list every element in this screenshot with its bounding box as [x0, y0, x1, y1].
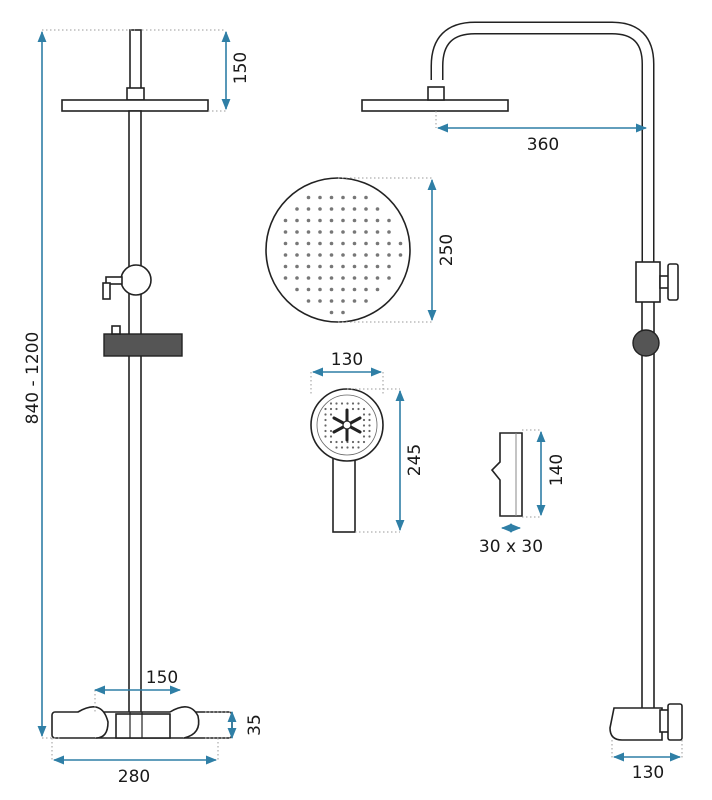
- front-shelf-knob: [111, 325, 121, 335]
- arm-reach-label: 360: [527, 135, 559, 155]
- side-wall-flange: [667, 703, 683, 741]
- front-mixer-right-handle: [169, 706, 200, 739]
- total-height-label: 840 - 1200: [23, 332, 43, 425]
- hand-shower-handle: [332, 451, 356, 533]
- holder-base-label: 30 x 30: [479, 537, 543, 557]
- front-diverter-lever: [105, 276, 123, 285]
- front-mixer-body: [115, 713, 171, 739]
- front-shelf: [103, 333, 183, 357]
- mixer-spacing-label: 150: [146, 668, 178, 688]
- side-diverter-body: [635, 261, 661, 303]
- holder-dimensions: [500, 429, 546, 533]
- mixer-width-label: 280: [118, 767, 150, 787]
- front-top-pipe: [129, 29, 142, 91]
- hand-shower-width-label: 130: [331, 350, 363, 370]
- front-mixer-left-handle: [77, 706, 109, 739]
- rain-head-disc: [265, 177, 411, 323]
- wall-offset-label: 130: [632, 763, 664, 783]
- front-riser-pipe: [128, 110, 142, 714]
- hand-shower-length-label: 245: [405, 444, 425, 476]
- mixer-depth-label: 35: [245, 714, 265, 736]
- rain-head-dimensions: [338, 177, 437, 323]
- front-head-connector: [126, 87, 145, 101]
- side-mixer-body: [609, 707, 663, 741]
- side-view: [361, 21, 683, 741]
- front-diverter-valve: [120, 264, 152, 296]
- holder-body: [490, 432, 523, 517]
- hand-shower-holder: [490, 432, 523, 517]
- side-head-connector: [427, 86, 445, 101]
- front-rain-head: [61, 99, 209, 112]
- side-rain-head: [361, 99, 509, 112]
- hand-shower: [310, 388, 384, 533]
- side-diverter-knob: [667, 263, 679, 301]
- hand-shower-nozzles: [324, 402, 371, 449]
- hand-shower-dimensions: [310, 367, 405, 533]
- side-dimensions: [435, 111, 683, 762]
- holder-height-label: 140: [547, 454, 567, 486]
- front-view: [51, 29, 233, 739]
- side-slider-knob: [632, 329, 660, 357]
- rain-head-diameter-label: 250: [437, 234, 457, 266]
- rain-head-nozzles: [283, 195, 403, 315]
- front-diverter-handle: [102, 282, 111, 300]
- rain-head-top-view: [265, 177, 411, 323]
- head-drop-label: 150: [231, 52, 251, 84]
- front-dimensions: [37, 29, 237, 765]
